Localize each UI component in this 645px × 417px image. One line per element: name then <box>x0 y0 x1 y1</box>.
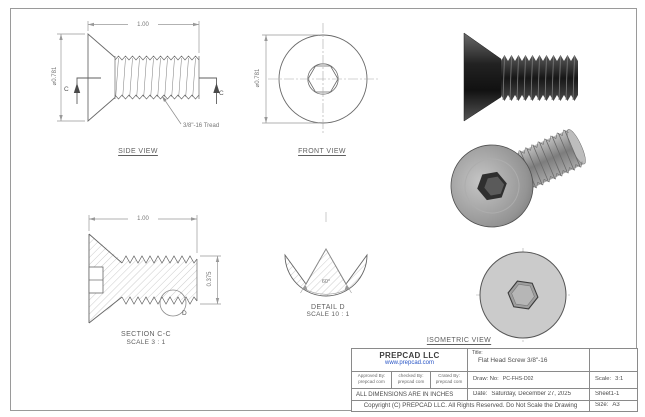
approved-by-cell: Approved By: prepcad com <box>357 373 386 384</box>
drawing-number-cell: Draw: No:PC-FHS-D02 <box>473 376 534 382</box>
date-value: Saturday, December 27, 2025 <box>491 391 571 397</box>
section-height-dimension: 0.375 <box>206 264 214 294</box>
side-view-label: SIDE VIEW <box>118 148 158 155</box>
section-cc-drawing <box>88 233 198 324</box>
title-cell: Title: Flat Head Screw 3/8"-16 <box>468 350 588 364</box>
size-cell: Size:A3 <box>595 402 620 408</box>
detail-d-label: DETAIL D <box>311 303 345 311</box>
detail-d-scale: SCALE 10 : 1 <box>306 311 350 318</box>
section-cc-scale: SCALE 3 : 1 <box>126 338 166 346</box>
isometric-view-label: ISOMETRIC VIEW <box>426 337 492 344</box>
scale-cell: Scale:3:1 <box>595 376 624 382</box>
title-label: Title: <box>472 350 483 356</box>
thread-angle-dimension: 60° <box>321 279 331 285</box>
copyright-cell: Copyright (C) PREPCAD LLC. All Rights Re… <box>363 402 578 409</box>
units-note-cell: ALL DIMENSIONS ARE IN INCHES <box>356 391 454 398</box>
isometric-top-view-drawing <box>476 248 570 342</box>
render-screw-side <box>463 32 578 122</box>
front-view-dimensions <box>262 34 319 124</box>
scale-value: 3:1 <box>615 376 624 382</box>
sheet-number-cell: Sheet1-1 <box>595 391 620 397</box>
section-cc-dimensions <box>88 215 221 305</box>
checked-by-cell: checked By: prepcad com <box>397 373 425 384</box>
company-name: PREPCAD LLC <box>379 351 440 360</box>
sheet-border-frame <box>10 8 637 411</box>
side-diameter-dimension: ⌀0.781 <box>51 61 59 91</box>
detail-d-drawing <box>284 212 368 297</box>
front-view-drawing <box>268 23 378 135</box>
created-by-cell: Crated By: prepcad com <box>435 373 463 384</box>
section-cc-label: SECTION C-C <box>121 331 171 338</box>
company-cell: PREPCAD LLC www.prepcad.com <box>352 351 467 366</box>
section-letter-right: C <box>219 90 224 97</box>
section-length-dimension: 1.00 <box>128 214 158 223</box>
front-view-label: FRONT VIEW <box>298 148 346 155</box>
front-diameter-dimension: ⌀0.781 <box>254 63 262 93</box>
detail-letter: D <box>182 310 187 317</box>
date-cell: Date:Saturday, December 27, 2025 <box>473 391 571 397</box>
drawing-title: Flat Head Screw 3/8"-16 <box>478 357 548 364</box>
section-cut-markers <box>73 77 220 104</box>
section-letter-left: C <box>64 86 69 93</box>
title-block: PREPCAD LLC www.prepcad.com Title: Flat … <box>351 348 638 412</box>
detail-boundary-circle <box>159 289 187 317</box>
company-website-link[interactable]: www.prepcad.com <box>384 360 435 366</box>
size-value: A3 <box>612 402 620 408</box>
side-view-dimensions <box>57 21 200 125</box>
drawing-number: PC-FHS-D02 <box>502 376 534 382</box>
thread-note: 3/8"-16 Tread <box>183 123 220 129</box>
side-length-dimension: 1.00 <box>128 20 158 29</box>
side-view-drawing <box>87 33 200 122</box>
render-screw-isometric <box>450 129 586 228</box>
